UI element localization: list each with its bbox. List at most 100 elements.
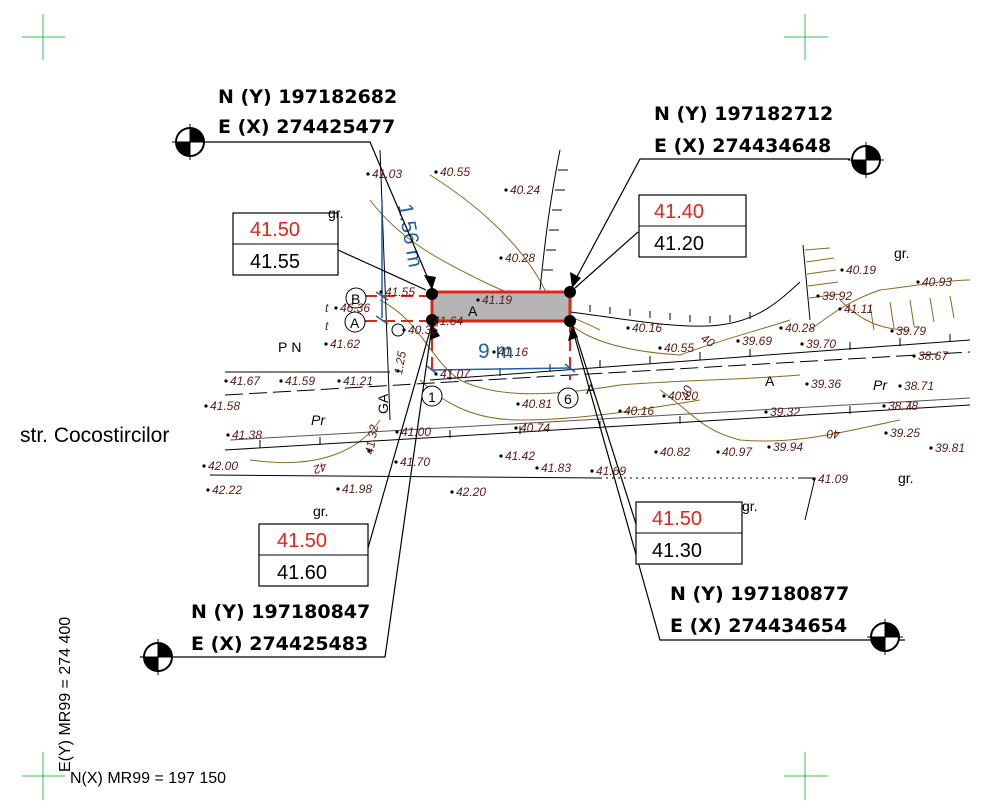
spot-height-point (838, 307, 842, 311)
building-a-label: A (468, 303, 478, 319)
se-easting: E (X) 274434654 (670, 615, 847, 637)
spot-height-point (366, 172, 370, 176)
spot-height-label: 41.03 (372, 167, 402, 181)
spot-height-point (450, 490, 454, 494)
spot-height-label: 41.11 (844, 302, 873, 316)
spot-height-point (764, 410, 768, 414)
spot-height-label: 1.25 (391, 350, 409, 376)
spot-height-label: 46.36 (340, 301, 370, 315)
spot-height-point (499, 454, 503, 458)
spot-height-label: 39.94 (773, 440, 803, 454)
spot-height-point (816, 294, 820, 298)
spot-height-point (206, 488, 210, 492)
gr-label-3: gr. (898, 470, 914, 486)
spot-height-label: 42.22 (212, 483, 242, 497)
spot-height-point (224, 379, 228, 383)
spot-height-label: 41.16 (498, 345, 528, 359)
gr-label-2: gr. (894, 245, 910, 261)
pn-label: PN (278, 339, 305, 355)
spot-height-point (434, 170, 438, 174)
spot-height-label: 40.16 (632, 321, 662, 335)
spot-height-point (516, 402, 520, 406)
ne-existing-level: 41.20 (654, 233, 704, 255)
ga-label: GA (375, 393, 391, 414)
spot-height-label: 41.70 (400, 455, 430, 469)
spot-height-point (840, 268, 844, 272)
spot-height-label: 41.32 (362, 423, 381, 455)
spot-height-label: 40.74 (520, 421, 550, 435)
spot-height-point (898, 384, 902, 388)
spot-height-point (805, 382, 809, 386)
sw-northing: N (Y) 197180847 (191, 601, 370, 623)
spot-height-label: 38.71 (904, 379, 934, 393)
spot-height-point (334, 306, 338, 310)
gr-label-1: gr. (328, 205, 344, 221)
spot-height-label: 38.67 (918, 349, 949, 363)
spot-height-label: 41.00 (401, 425, 431, 439)
spot-height-label: 41.42 (505, 449, 535, 463)
elevation-box-sw: 41.50 41.60 (258, 523, 369, 587)
nw-easting: E (X) 274425477 (218, 116, 395, 138)
spot-height-point (499, 256, 503, 260)
nw-northing: N (Y) 197182682 (218, 86, 397, 108)
spot-height-point (395, 430, 399, 434)
spot-height-point (226, 433, 230, 437)
ref-6: 6 (564, 391, 572, 407)
ref-a: A (350, 315, 360, 331)
spot-height-point (492, 350, 496, 354)
spot-height-point (514, 426, 518, 430)
spot-height-label: 40.55 (440, 165, 470, 179)
street-name: str. Cocostircilor (20, 424, 169, 447)
se-existing-level: 41.30 (652, 540, 702, 562)
spot-height-label: 39.79 (896, 324, 926, 338)
contour-42: 42 (311, 459, 329, 477)
survey-marker-symbols (140, 124, 903, 675)
t-label-2: t (325, 319, 329, 333)
spot-height-label: 39.81 (935, 441, 965, 455)
spot-height-point (626, 326, 630, 330)
spot-height-label: 41.67 (230, 374, 261, 388)
sw-easting: E (X) 274425483 (191, 633, 368, 655)
ref-1: 1 (428, 389, 436, 405)
sw-proposed-level: 41.50 (277, 530, 327, 552)
spot-height-point (402, 328, 406, 332)
spot-height-label: 40.16 (624, 404, 654, 418)
spot-height-point (427, 319, 431, 323)
elevation-box-ne: 41.40 41.20 (638, 194, 747, 258)
spot-height-label: 38.78 (888, 399, 918, 413)
spot-height-label: 41.59 (285, 374, 315, 388)
registration-marks (22, 14, 828, 800)
spot-height-label: 40.55 (664, 341, 694, 355)
spot-height-label: 39.70 (806, 337, 836, 351)
spot-height-point (367, 449, 371, 453)
spot-height-point (337, 379, 341, 383)
spot-height-label: 41.98 (342, 482, 372, 496)
spot-height-label: 42.00 (208, 459, 238, 473)
spot-height-point (890, 329, 894, 333)
spot-height-point (654, 450, 658, 454)
gr-label-4: gr. (313, 503, 329, 519)
spot-height-point (767, 445, 771, 449)
pr-label-1: Pr (311, 412, 326, 428)
ne-northing: N (Y) 197182712 (654, 103, 833, 125)
se-proposed-level: 41.50 (652, 508, 702, 530)
spot-height-label: 39.36 (811, 377, 841, 391)
spot-height-label: 41.69 (596, 464, 626, 478)
spot-height-label: 40.28 (505, 251, 535, 265)
spot-height-label: 40.24 (510, 183, 540, 197)
ne-easting: E (X) 274434648 (654, 135, 831, 157)
spot-height-point (658, 346, 662, 350)
spot-height-label: 39.25 (890, 426, 920, 440)
spot-height-point (535, 466, 539, 470)
spot-height-label: 41.21 (343, 374, 373, 388)
spot-height-point (618, 409, 622, 413)
sw-existing-level: 41.60 (277, 562, 327, 584)
proposed-building (430, 290, 572, 323)
nw-proposed-level: 41.50 (250, 219, 300, 241)
ne-proposed-level: 41.40 (654, 201, 704, 223)
spot-height-label: 39.92 (822, 289, 852, 303)
spot-height-point (324, 342, 328, 346)
spot-height-label: 39.69 (742, 334, 772, 348)
axis-n-label: N(X) MR99 = 197 150 (70, 770, 226, 787)
